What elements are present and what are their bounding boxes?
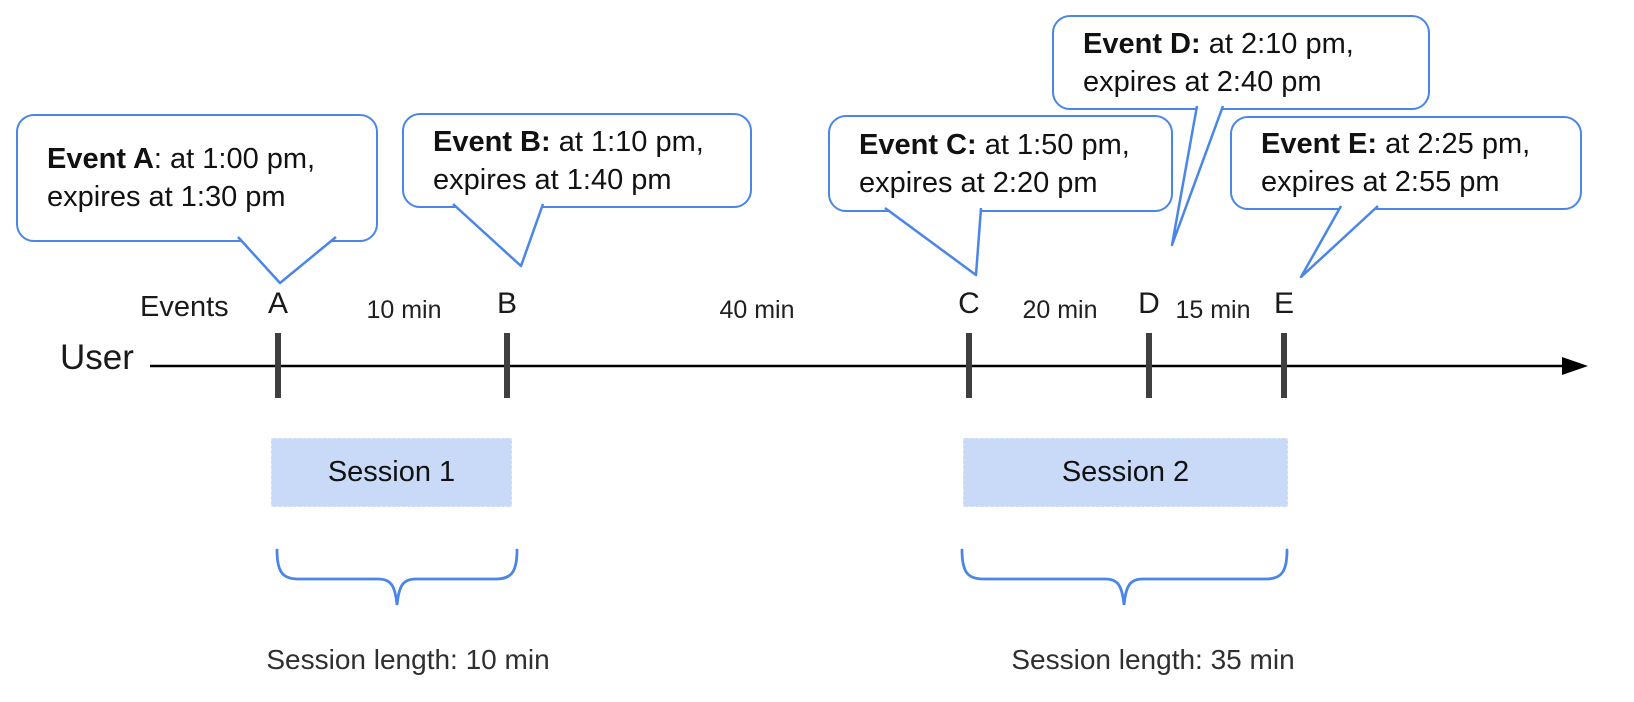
speech-bubble-event-e: Event E: at 2:25 pm, expires at 2:55 pm: [1230, 116, 1582, 210]
speech-bubble-event-c: Event C: at 1:50 pm, expires at 2:20 pm: [828, 115, 1173, 212]
timeline-arrowhead-icon: [1562, 357, 1588, 375]
bubble-line-1: Event D: at 2:10 pm,: [1083, 25, 1418, 63]
bubble-tail-e: [1299, 205, 1379, 279]
bubble-tail-b: [452, 203, 545, 268]
user-axis-label: User: [60, 338, 134, 377]
event-e-time-text: at 2:25 pm,: [1377, 128, 1531, 160]
interval-label-b-c: 40 min: [719, 296, 795, 324]
event-b-time-text: at 1:10 pm,: [550, 125, 704, 158]
event-a-bold-label: Event A: [47, 143, 154, 175]
bubble-line-1: Event B: at 1:10 pm,: [433, 123, 740, 161]
event-d-time-text: at 2:10 pm,: [1200, 27, 1354, 60]
event-d-expiry-text: expires at 2:40 pm: [1083, 65, 1322, 98]
speech-bubble-event-d: Event D: at 2:10 pm, expires at 2:40 pm: [1052, 15, 1430, 110]
event-tick-label-a: A: [267, 287, 289, 320]
events-axis-label: Events: [140, 291, 229, 323]
interval-label-d-e: 15 min: [1175, 296, 1251, 324]
session-2-box: Session 2: [963, 438, 1288, 507]
event-e-expiry-text: expires at 2:55 pm: [1261, 166, 1500, 198]
event-tick-label-e: E: [1273, 287, 1295, 320]
bubble-tail-c: [884, 206, 983, 277]
speech-bubble-event-a: Event A: at 1:00 pm, expires at 1:30 pm: [16, 114, 378, 242]
event-tick-label-d: D: [1138, 287, 1160, 320]
event-c-bold-label: Event C:: [859, 128, 977, 161]
interval-label-a-b: 10 min: [366, 296, 442, 324]
bubble-line-1: Event E: at 2:25 pm,: [1261, 125, 1570, 163]
bubble-line-1: Event C: at 1:50 pm,: [859, 126, 1161, 164]
event-tick-label-c: C: [958, 287, 980, 320]
event-a-time-text: : at 1:00 pm,: [153, 143, 316, 175]
speech-bubble-event-b: Event B: at 1:10 pm, expires at 1:40 pm: [402, 113, 752, 208]
session-2-length-caption: Session length: 35 min: [1011, 644, 1295, 675]
interval-label-c-d: 20 min: [1022, 296, 1098, 324]
event-c-expiry-text: expires at 2:20 pm: [859, 166, 1098, 199]
session-1-box: Session 1: [271, 438, 512, 507]
session-1-brace: [275, 548, 519, 606]
bubble-line-1: Event A: at 1:00 pm,: [47, 140, 366, 178]
session-2-brace: [960, 548, 1289, 606]
bubble-tail-d: [1170, 105, 1225, 247]
event-c-time-text: at 1:50 pm,: [976, 128, 1130, 161]
event-b-expiry-text: expires at 1:40 pm: [433, 163, 672, 196]
event-d-bold-label: Event D:: [1083, 27, 1201, 60]
bubble-tail-a: [237, 236, 337, 285]
event-tick-label-b: B: [496, 287, 518, 320]
session-2-label: Session 2: [1061, 456, 1190, 488]
event-b-bold-label: Event B:: [433, 125, 551, 158]
session-1-label: Session 1: [327, 456, 456, 488]
event-e-bold-label: Event E:: [1261, 128, 1378, 160]
session-1-length-caption: Session length: 10 min: [266, 644, 550, 675]
event-a-expiry-text: expires at 1:30 pm: [47, 181, 286, 213]
